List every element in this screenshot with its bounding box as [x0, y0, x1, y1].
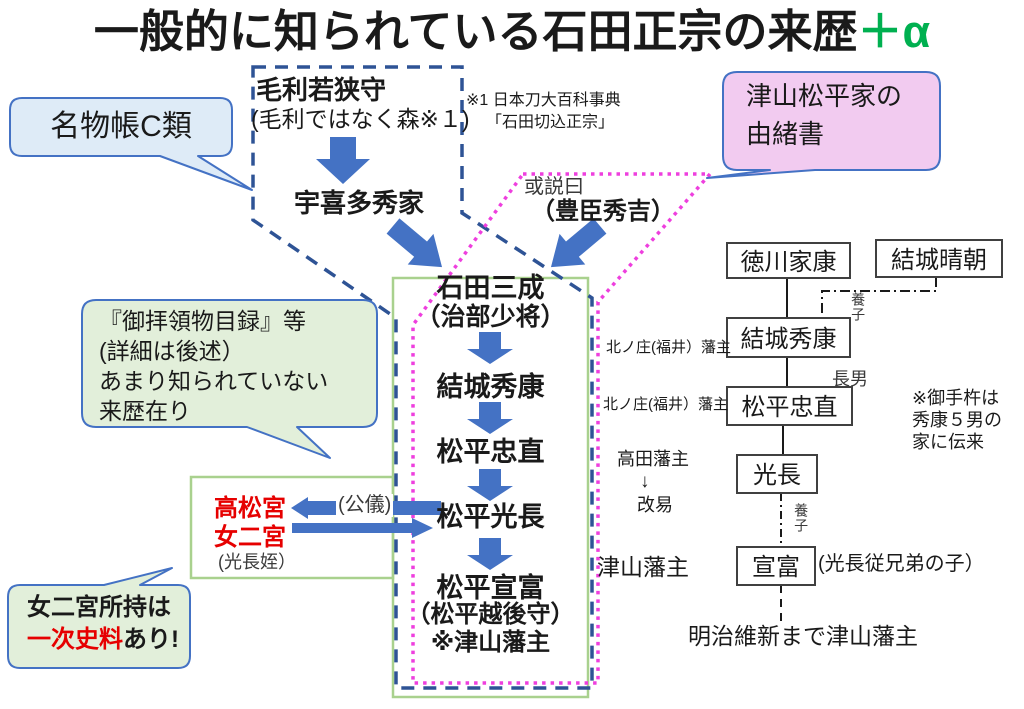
callout-yuishogaki: [706, 71, 941, 179]
page-title-suffix: ＋α: [857, 6, 931, 57]
tree-label-adoption-1: 養子: [850, 292, 867, 322]
node-takamatsu: 高松宮: [214, 495, 286, 522]
footnote-line2: 「石田切込正宗」: [486, 114, 615, 131]
node-ishida-sub: （治部少将）: [415, 303, 566, 331]
callout-primary-line2: 一次史料あり!: [27, 626, 179, 654]
tree-label-hideyasu: 結城秀康: [740, 326, 837, 353]
arrow-mori-to-ukita: [316, 137, 370, 184]
node-mori-note: (毛利ではなく森※１): [251, 106, 470, 132]
callout-primary-suffix: あり!: [123, 626, 179, 653]
callout-primary-source: [7, 567, 191, 669]
tree-box-harutomo: [875, 239, 1003, 278]
tree-line-harutomo-adoption: [821, 277, 937, 318]
tree-box-ieyasu: [726, 242, 851, 279]
callout-primary-red: 一次史料: [27, 626, 123, 653]
label-aru-setsu: 或説曰: [524, 176, 584, 198]
tree-label-eldest-son: 長男: [832, 369, 868, 389]
arrow-hideyasu-to-tadanao: [467, 402, 513, 434]
node-ishida: 石田三成: [436, 273, 545, 303]
label-tsuyama: 津山藩主: [597, 554, 689, 580]
label-kaieki-arrow: ↓: [640, 471, 650, 492]
magenta-dotted-outline: [411, 172, 714, 685]
tree-box-hideyasu: [726, 317, 851, 358]
arrow-tadanao-to-mitsunaga: [467, 469, 513, 501]
page-title: 一般的に知られている石田正宗の来歴＋α: [0, 6, 1024, 58]
tree-box-mitsunaga: [736, 454, 818, 494]
node-mori: 毛利若狭守: [256, 75, 387, 105]
callout-goharyo-text: 『御拝領物目録』等 (詳細は後述） あまり知られていない 来歴在り: [99, 308, 329, 424]
node-tadanao-chain: 松平忠直: [436, 437, 545, 467]
label-kogi: (公儀): [336, 494, 394, 517]
label-mitsunaga-niece: (光長姪）: [218, 552, 296, 572]
node-ukita: 宇喜多秀家: [294, 188, 425, 218]
node-hideyasu-chain: 結城秀康: [436, 372, 545, 402]
node-mitsunaga-chain: 松平光長: [436, 502, 545, 532]
node-nyonomiya: 女二宮: [214, 524, 286, 551]
tree-label-ieyasu: 徳川家康: [740, 249, 837, 276]
callout-primary-line1: 女二宮所持は: [27, 594, 171, 621]
node-nobutomi-sub2: ※津山藩主: [430, 629, 551, 656]
tree-label-tadanao: 松平忠直: [741, 394, 838, 421]
arrow-hideyoshi-to-ishida: [550, 218, 607, 268]
callout-yuisho-line1: 津山松平家の: [746, 81, 903, 111]
label-nobutomi-cousin: (光長従兄弟の子）: [818, 553, 985, 575]
node-nobutomi-chain: 松平宣富: [436, 573, 545, 603]
node-hideyoshi: （豊臣秀吉）: [531, 198, 675, 225]
tree-label-harutomo: 結城晴朝: [891, 247, 987, 274]
arrow-ishida-to-hideyasu: [467, 332, 513, 364]
footnote-line1: ※1 日本刀大百科事典: [466, 92, 621, 109]
tree-label-nobutomi: 宣富: [752, 554, 800, 581]
label-kitanosho-2: 北ノ庄(福井）藩主: [603, 396, 728, 413]
node-nobutomi-sub1: （松平越後守）: [406, 601, 575, 628]
callout-goharyo: [81, 299, 378, 459]
arrow-ukita-to-ishida: [386, 218, 443, 268]
note-otegine: ※御手杵は 秀康５男の 家に伝来: [912, 388, 1002, 452]
label-kaieki: 改易: [637, 495, 673, 515]
arrow-nyonomiya-to-mitsunaga: [292, 518, 433, 538]
callout-yuisho-line2: 由緒書: [746, 119, 825, 149]
tree-label-mitsunaga: 光長: [753, 462, 801, 489]
tree-label-adoption-2: 養子: [793, 503, 810, 533]
callout-meibutsucho: [9, 97, 253, 191]
label-meiji: 明治維新まで津山藩主: [688, 623, 918, 649]
tree-box-tadanao: [726, 386, 853, 426]
label-kitanosho-1: 北ノ庄(福井）藩主: [606, 339, 731, 356]
label-takada: 高田藩主: [617, 449, 689, 469]
page-title-main: 一般的に知られている石田正宗の来歴: [93, 6, 858, 57]
tree-box-nobutomi: [736, 546, 816, 586]
arrow-mitsunaga-to-nobutomi: [467, 538, 513, 570]
callout-meibutsucho-text: 名物帳C類: [50, 110, 192, 143]
